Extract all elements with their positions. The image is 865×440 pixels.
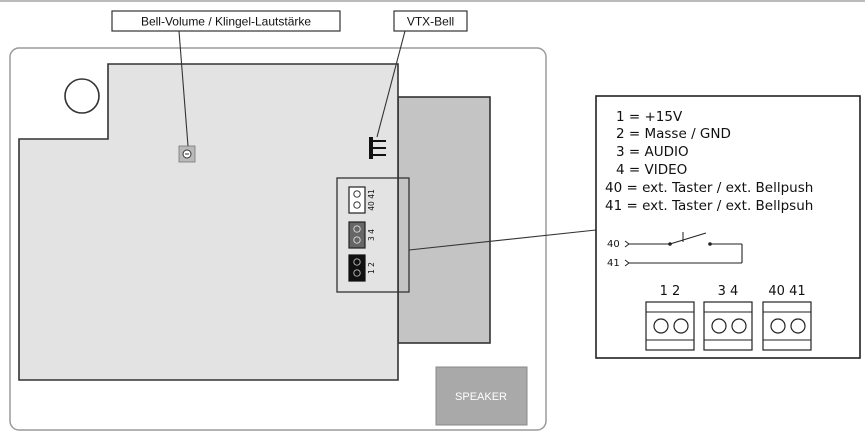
board-terminal-1-2[interactable]: 1 2 [348,254,376,282]
pcb-board [18,63,399,381]
legend-item: 4 = VIDEO [616,162,687,178]
board-terminal-label-top: 40 41 [367,189,376,211]
legend-item: 3 = AUDIO [616,144,689,160]
mounting-hole [64,78,100,114]
bell-volume-callout: Bell-Volume / Klingel-Lautstärke [141,15,311,29]
board-terminal-label-middle: 3 4 [367,229,376,241]
board-terminal-40-41[interactable]: 40 41 [348,186,376,214]
board-terminal-label-bottom: 1 2 [367,262,376,274]
terminal-block-40-41[interactable] [762,301,812,351]
legend-item: 2 = Masse / GND [616,126,731,142]
bellpush-switch-schematic: 40 41 [607,232,743,269]
switch-label-41: 41 [607,258,620,269]
vtx-bell-callout-box [393,10,468,32]
terminal-block-3-4[interactable] [703,301,753,351]
detail-connector-line [408,229,597,251]
bell-volume-callout-box [111,10,341,32]
speaker-label: SPEAKER [455,391,507,403]
board-terminal-3-4[interactable]: 3 4 [348,221,376,249]
vtx-bell-leader [376,30,406,138]
legend-item: 1 = +15V [616,109,683,125]
legend-item: 41 = ext. Taster / ext. Bellpsuh [605,198,813,214]
terminal-label-1-2: 1 2 [660,284,681,299]
legend: 1 = +15V 2 = Masse / GND 3 = AUDIO 4 = V… [605,109,813,214]
switch-label-40: 40 [607,239,620,250]
terminal-area-box [336,177,410,293]
vtx-bell-callout: VTX-Bell [407,15,454,29]
video-module [397,96,491,344]
terminal-label-40-41: 40 41 [768,284,805,299]
potentiometer-icon[interactable] [178,145,196,163]
legend-item: 40 = ext. Taster / ext. Bellpush [605,180,813,196]
pin-header-icon[interactable] [369,137,386,159]
terminal-label-3-4: 3 4 [718,284,739,299]
bell-volume-leader [178,30,189,147]
terminal-block-1-2[interactable] [645,301,695,351]
speaker: SPEAKER [435,366,528,426]
